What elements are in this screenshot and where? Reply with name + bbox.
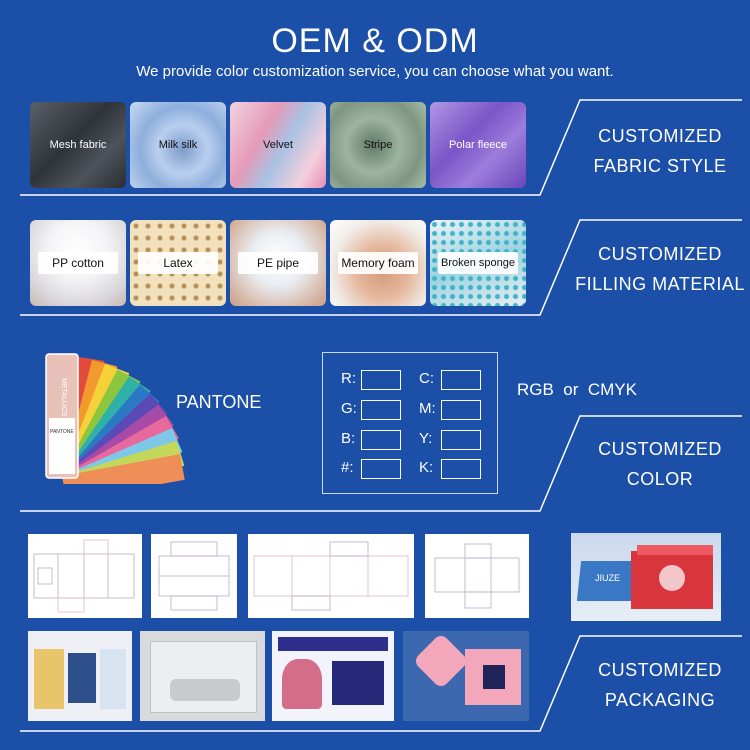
m-field[interactable] [441,400,481,420]
red-box-logo [659,565,685,591]
fabric-label: Polar fleece [448,139,508,151]
pantone-swatch-fan: METALLICS PANTONE [45,353,185,484]
fabric-tile-mesh: Mesh fabric [30,102,126,188]
printed-box-4 [403,631,529,721]
c-field[interactable] [441,370,481,390]
swatch-book-brand: PANTONE [50,429,74,435]
packaging-box-photo: JIUZE [571,533,721,621]
fabric-label: Mesh fabric [49,139,107,151]
dieline-2 [151,534,237,618]
fabric-label: Milk silk [158,139,198,151]
filling-tile-memory-foam: Memory foam [330,220,426,306]
color-caption: CUSTOMIZED COLOR [598,439,722,489]
fabric-label: Velvet [263,139,293,151]
hex-field[interactable] [361,459,401,479]
pantone-label: PANTONE [176,392,262,412]
color-divider [20,415,742,512]
filling-label: Latex [138,252,218,274]
fabric-tile-polar-fleece: Polar fleece [430,102,526,188]
m-label: M: [419,400,436,417]
printed-box-1 [28,631,132,721]
filling-tile-latex: Latex [130,220,226,306]
hex-label: #: [341,459,354,476]
fabric-label: Stripe [363,139,393,151]
page-title: OEM & ODM [271,22,479,60]
swatch-book-title: METALLICS [60,378,67,417]
packaging-caption: CUSTOMIZED PACKAGING [598,660,722,710]
filling-divider [20,219,742,316]
fabric-caption: CUSTOMIZED FABRIC STYLE [593,126,727,176]
swatch-strip [61,454,185,484]
dieline-4 [425,534,529,618]
y-field[interactable] [441,430,481,450]
box-brand-text: JIUZE [595,573,621,583]
page-subtitle: We provide color customization service, … [136,63,614,80]
y-label: Y: [419,430,433,447]
fabric-tile-milk-silk: Milk silk [130,102,226,188]
fabric-tile-velvet: Velvet [230,102,326,188]
filling-label: Broken sponge [438,252,518,274]
packaging-divider [20,635,742,732]
filling-label: Memory foam [338,252,418,274]
r-field[interactable] [361,370,401,390]
filling-tile-pe-pipe: PE pipe [230,220,326,306]
filling-tile-broken-sponge: Broken sponge [430,220,526,306]
filling-label: PP cotton [38,252,118,274]
dieline-1 [28,534,142,618]
filling-tile-pp-cotton: PP cotton [30,220,126,306]
b-field[interactable] [361,430,401,450]
printed-box-2 [140,631,265,721]
g-field[interactable] [361,400,401,420]
r-label: R: [341,370,356,387]
red-box-top [637,545,713,555]
k-label: K: [419,459,434,476]
filling-label: PE pipe [238,252,318,274]
b-label: B: [341,430,356,447]
fabric-divider [20,99,742,196]
filling-caption: CUSTOMIZED FILLING MATERIAL [575,244,745,294]
g-label: G: [341,400,357,417]
c-label: C: [419,370,434,387]
dieline-3 [248,534,414,618]
k-field[interactable] [441,459,481,479]
color-code-form: R: G: B: #: C: M: Y: K: [322,352,498,494]
printed-box-3 [272,631,394,721]
color-mode-text: RGB or CMYK [517,380,637,399]
fabric-tile-stripe: Stripe [330,102,426,188]
